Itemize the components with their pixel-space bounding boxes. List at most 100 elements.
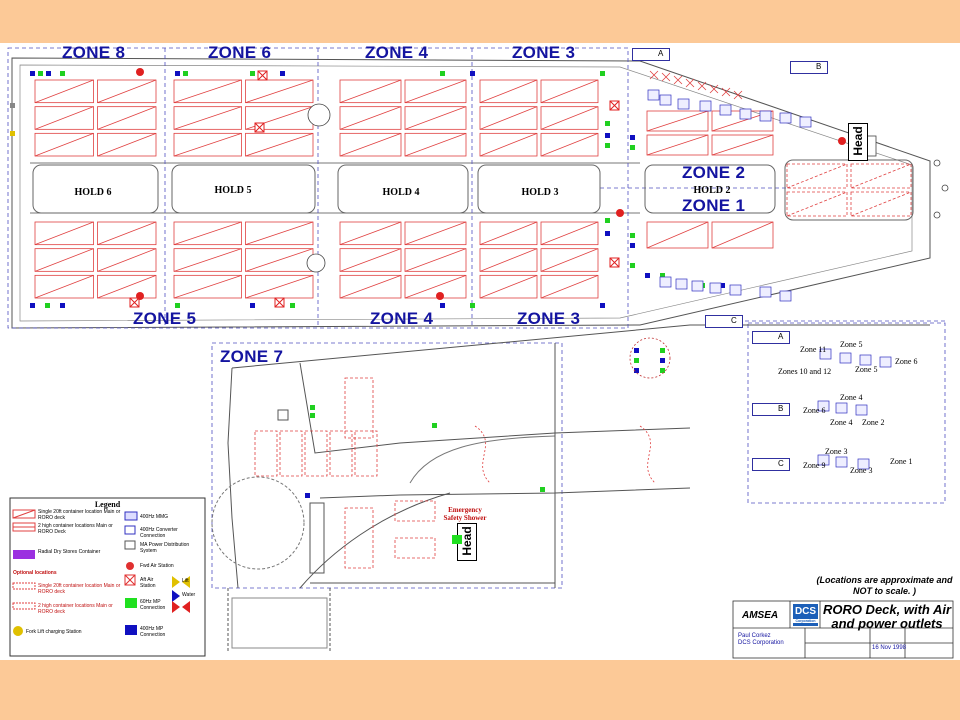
hold-label-4: HOLD 4 [382,187,420,198]
container-diagonal [245,132,314,157]
zone-label-top-3: ZONE 4 [365,43,429,62]
zone-label-bottom-3: ZONE 3 [517,309,581,328]
outlet-marker [634,348,639,353]
legend-symbol-7: 400Hz MP Connection [140,626,166,638]
container-cell [479,132,538,157]
outlet-marker [175,71,180,76]
container-diagonal [404,79,467,104]
container-cell [34,248,94,272]
container-diagonal [245,248,314,272]
zone-label-1: ZONE 1 [682,196,746,215]
container-cell [173,132,242,157]
scale-note: (Locations are approximate and NOT to sc… [816,575,953,596]
container-diagonal [711,134,774,156]
callout-a: A [632,48,670,61]
container-cell [339,132,402,157]
container-diagonal [97,221,157,246]
mmg-marker [759,110,772,122]
legend-symbol-4: Fwd Air Station [140,563,174,569]
mmg-marker [677,98,690,110]
mmg-marker [729,284,742,296]
container-cell [711,134,774,156]
legend-symbol-6: 60Hz MP Connection [140,599,166,611]
outlet-marker [605,133,610,138]
hold-label-2: HOLD 2 [693,185,731,196]
fire-station-marker [436,292,444,300]
key-a-zone-2: Zone 5 [840,340,863,349]
drawing-date: 16 Nov 1998 [872,645,907,651]
legend-symbol-3: MA Power Distribution System [140,542,190,554]
container-cell [34,132,94,157]
container-diagonal [245,221,314,246]
container-diagonal [786,163,848,189]
container-cell [339,106,402,130]
zone-label-top-1: ZONE 8 [62,43,126,62]
outlet-marker [630,243,635,248]
container-diagonal [339,274,402,299]
container-cell [540,274,599,299]
air-station-cross [129,297,140,308]
outlet-marker [432,423,437,428]
container-cell [404,79,467,104]
legend-item-4: Optional locations [13,570,57,576]
container-diagonal [97,106,157,130]
container-diagonal [339,132,402,157]
mmg-marker [839,352,852,364]
outlet-marker [660,358,665,363]
outlet-marker [280,71,285,76]
container-diagonal [173,274,242,299]
container-diagonal [540,79,599,104]
air-station-cross [257,70,268,81]
container-diagonal [540,274,599,299]
outlet-marker [630,135,635,140]
outlet-marker [10,131,15,136]
mmg-marker [709,282,722,294]
key-c-zone-2: Zone 9 [803,461,826,470]
mmg-marker [819,348,832,360]
outlet-marker [60,71,65,76]
outlet-marker [60,303,65,308]
container-diagonal [34,132,94,157]
mmg-marker [855,404,868,416]
container-cell [404,132,467,157]
container-diagonal [540,221,599,246]
mmg-marker [817,454,830,466]
container-diagonal [479,106,538,130]
title-block-frame [732,600,954,659]
container-diagonal [540,106,599,130]
container-cell [97,132,157,157]
container-cell [339,274,402,299]
head-upper: Head [848,123,868,161]
air-station-cross [274,297,285,308]
container-cell [540,221,599,246]
container-cell [173,248,242,272]
amsea-logo: AMSEA [742,610,779,621]
drawing-sheet: ZONE 8 ZONE 6 ZONE 4 ZONE 3 ZONE 5 ZONE … [0,43,960,660]
container-cell [404,248,467,272]
container-cell [850,163,912,189]
container-cell [245,221,314,246]
fire-station-marker [136,68,144,76]
container-cell [34,79,94,104]
container-diagonal [404,274,467,299]
deck-plan [7,47,954,659]
outlet-marker [440,71,445,76]
outlet-marker [634,358,639,363]
container-cell [173,79,242,104]
mmg-marker [857,458,870,470]
outlet-marker [634,368,639,373]
container-diagonal [479,79,538,104]
mmg-marker [879,356,892,368]
container-cell [339,248,402,272]
zone-label-bottom-2: ZONE 4 [370,309,434,328]
outlet-marker [38,71,43,76]
legend-symbol-5: Aft Air Station [140,577,156,589]
container-cell [646,134,709,156]
air-station-cross [609,257,620,268]
container-diagonal [245,79,314,104]
key-b-zone-4: Zone 2 [862,418,885,427]
container-cell [34,274,94,299]
outlet-marker [45,303,50,308]
callout-c: C [705,315,743,328]
mmg-marker [647,89,660,101]
